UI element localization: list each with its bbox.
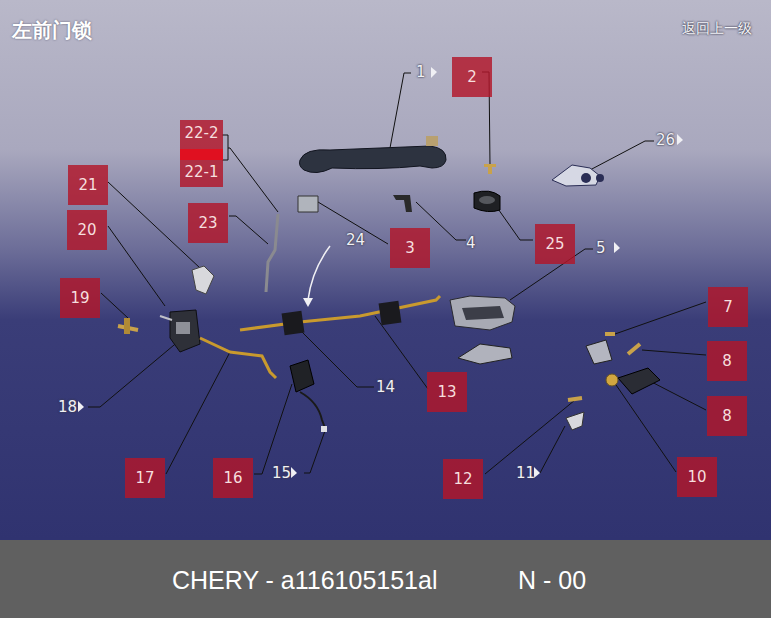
callout-text: 16 — [223, 470, 242, 487]
callout-number: 16 — [213, 458, 253, 498]
background — [0, 0, 771, 540]
callout-number: 13 — [427, 372, 467, 412]
part-number: 4 — [466, 235, 476, 252]
callout-text: 2 — [467, 69, 477, 86]
callout-number: 25 — [535, 224, 575, 264]
callout-text: 13 — [437, 384, 456, 401]
callout-number: 8 — [707, 341, 747, 381]
callout-number: 20 — [67, 210, 107, 250]
part-number: 14 — [376, 379, 395, 396]
footer-caption: CHERY - a116105151al — [172, 565, 437, 595]
part-number: 26 — [656, 132, 675, 149]
footer-code: N - 00 — [518, 565, 586, 595]
callout-text: 8 — [722, 353, 732, 370]
callout-number: 3 — [390, 228, 430, 268]
callout-text: 25 — [545, 236, 564, 253]
callout-text: 10 — [687, 469, 706, 486]
callout-text: 19 — [70, 290, 89, 307]
callout-text: 17 — [135, 470, 154, 487]
callout-number: 12 — [443, 459, 483, 499]
callout-text: 8 — [722, 408, 732, 425]
callout-text: 21 — [78, 177, 97, 194]
part-number: 1 — [416, 64, 426, 81]
part-number: 24 — [346, 232, 365, 249]
callout-number: 10 — [677, 457, 717, 497]
page-title: 左前门锁 — [12, 18, 92, 42]
callout-text: 20 — [77, 222, 96, 239]
callout-number: 23 — [188, 203, 228, 243]
part-number: 18 — [58, 399, 77, 416]
exploded-view — [0, 0, 771, 540]
back-link: 返回上一级 — [682, 20, 752, 37]
part-number: 15 — [272, 465, 291, 482]
callout-text: 23 — [198, 215, 217, 232]
callout-number: 8 — [707, 396, 747, 436]
highlight-strip — [180, 149, 223, 160]
callout-number: 7 — [708, 287, 748, 327]
callout-text: 3 — [405, 240, 415, 257]
callout-number: 17 — [125, 458, 165, 498]
callout-number: 22-1 — [180, 147, 223, 187]
callout-text: 22-1 — [184, 164, 218, 181]
callout-text: 7 — [723, 299, 733, 316]
callout-text: 22-2 — [184, 125, 218, 142]
part-number: 5 — [596, 240, 606, 257]
callout-number: 2 — [452, 57, 492, 97]
callout-number: 21 — [68, 165, 108, 205]
callout-text: 12 — [453, 471, 472, 488]
part-number: 11 — [516, 465, 535, 482]
callout-number: 19 — [60, 278, 100, 318]
callout-number: 22-2 — [180, 120, 223, 147]
